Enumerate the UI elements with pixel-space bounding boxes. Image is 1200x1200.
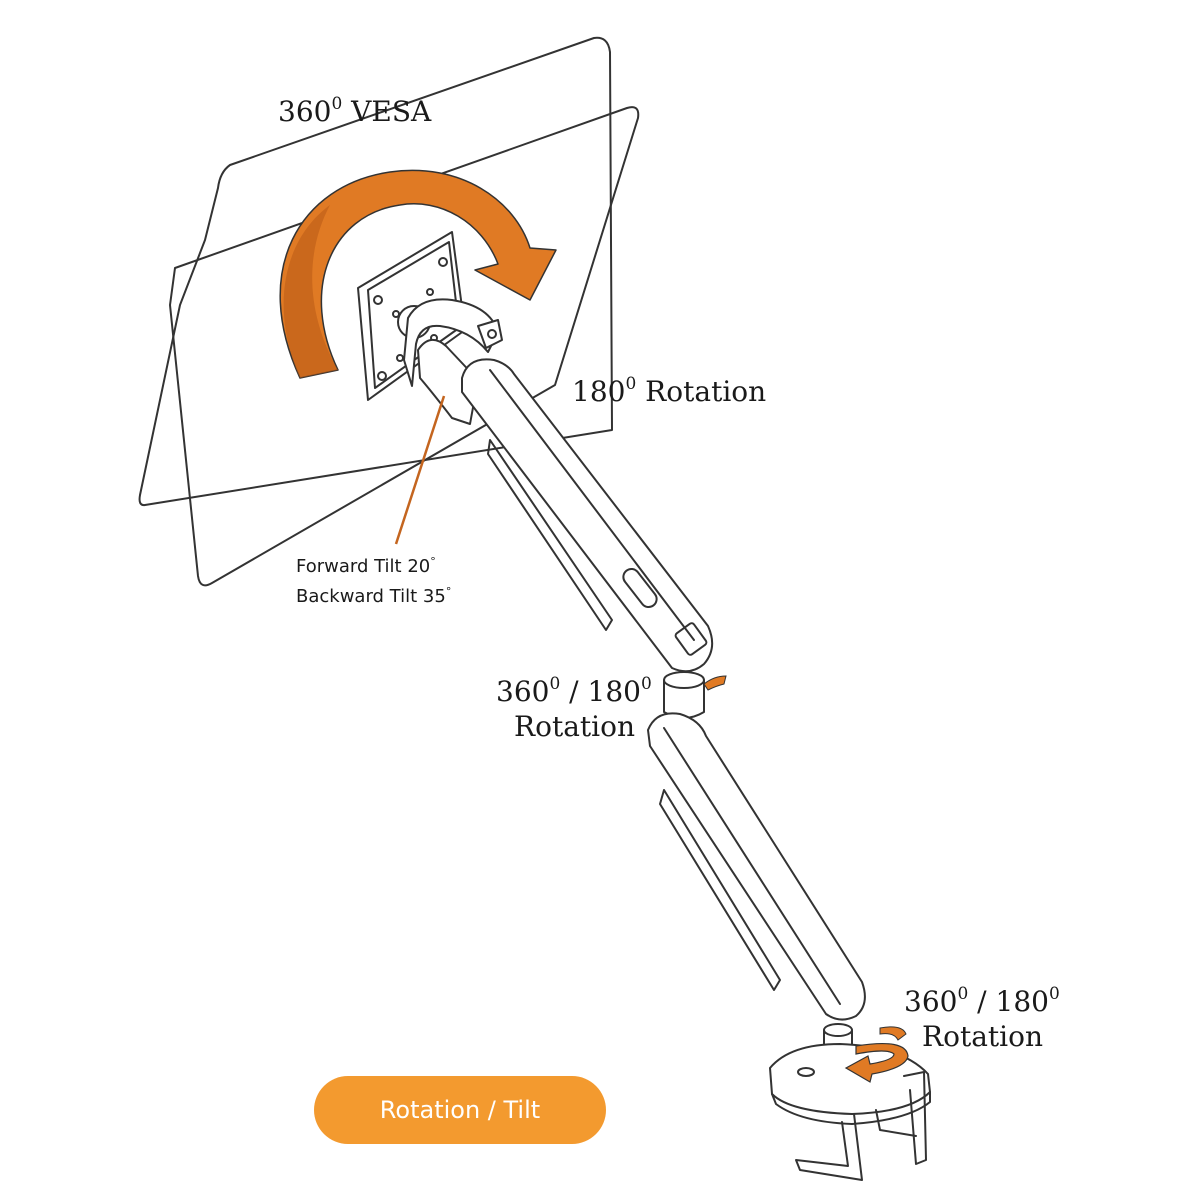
backward-tilt-text: Backward Tilt 35° [296, 585, 452, 607]
middle-rotation-arrow-icon [703, 675, 727, 691]
monitor-outline-rotated [138, 36, 613, 507]
upper-arm [461, 358, 714, 673]
middle-joint-rotation-label: 3600 / 1800 Rotation [496, 674, 652, 743]
forward-tilt-text: Forward Tilt 20° [296, 555, 436, 577]
base-rotation-arrow-icon [844, 1026, 909, 1083]
forearm [647, 712, 866, 1021]
tilt-hinge [403, 298, 503, 425]
base-joint-rotation-label: 3600 / 1800 Rotation [904, 984, 1060, 1053]
tilt-leader-line [394, 395, 446, 545]
vesa-rotation-label: 3600 VESA [278, 94, 432, 128]
tilt-range-label: Forward Tilt 20° Backward Tilt 35° [296, 552, 451, 612]
vesa-rotation-arrow-icon [279, 169, 557, 379]
rotation-tilt-badge: Rotation / Tilt [314, 1076, 606, 1144]
desk-clamp [769, 1043, 931, 1181]
arm-rotation-label: 1800 Rotation [572, 374, 767, 408]
monitor-outline-upright [169, 106, 640, 587]
rotation-tilt-badge-label: Rotation / Tilt [379, 1096, 541, 1124]
middle-swivel-post [663, 671, 705, 719]
